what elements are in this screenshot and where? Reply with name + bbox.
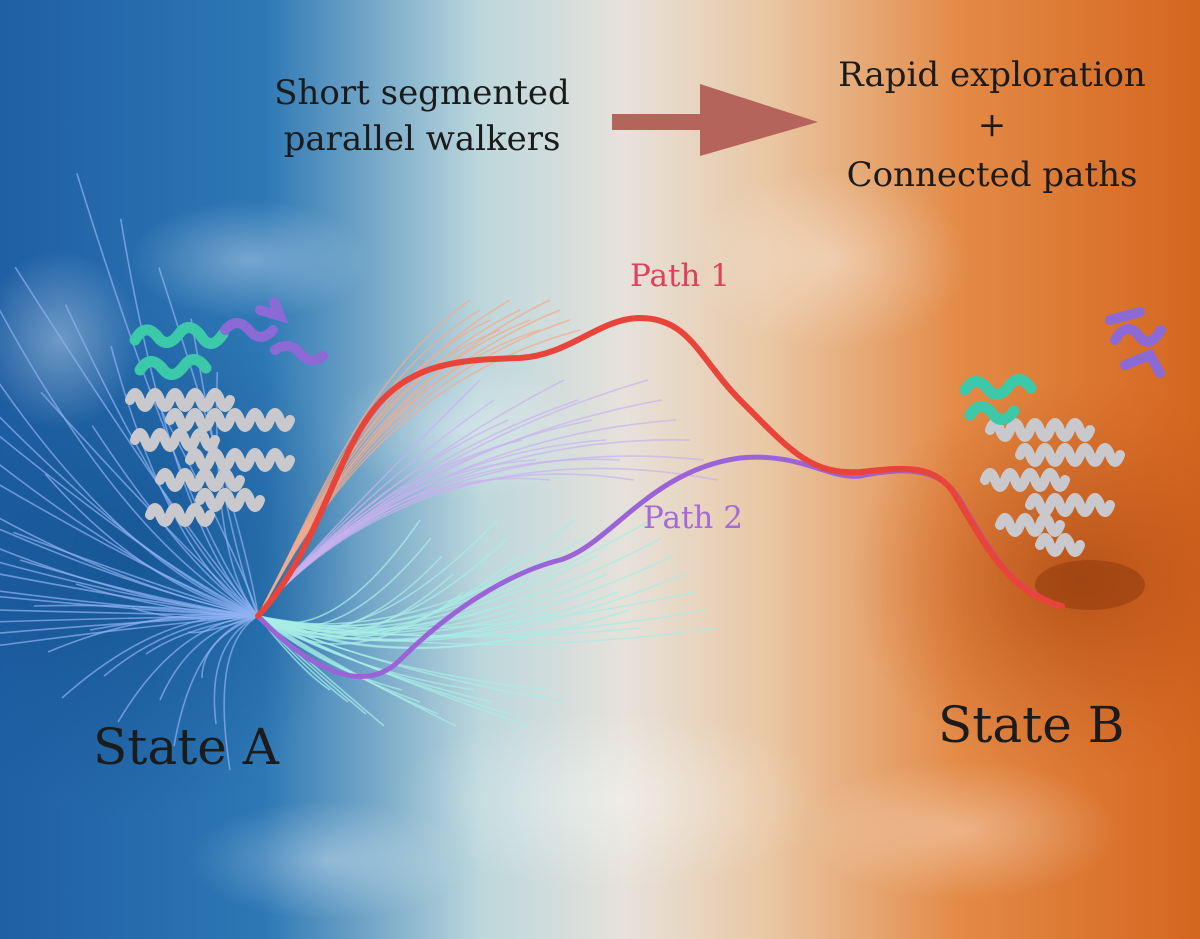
protein-helix: [1035, 533, 1085, 557]
outcome-description: Rapid exploration + Connected paths: [822, 50, 1162, 200]
state-a-label: State A: [93, 718, 279, 776]
state-b-label: State B: [938, 696, 1125, 754]
walker-trajectory: [257, 329, 581, 617]
protein-helix: [1025, 493, 1115, 517]
walker-trajectory: [131, 607, 259, 620]
protein-helix: [1015, 443, 1125, 467]
walker-trajectory: [0, 463, 259, 617]
walker-trajectory: [257, 555, 674, 636]
protein-helix: [195, 488, 265, 512]
walker-trajectory: [257, 609, 707, 637]
walker-trajectory: [40, 391, 259, 617]
walker-trajectory: [91, 425, 259, 617]
walker-trajectory: [257, 615, 457, 727]
walker-trajectory: [0, 615, 259, 647]
protein-helix: [980, 468, 1070, 492]
walker-trajectory: [14, 266, 259, 617]
protein-ribbon-icon: [959, 307, 1166, 557]
path-1-curve: [255, 314, 1065, 619]
walker-trajectory: [19, 559, 259, 617]
path-1-label: Path 1: [630, 258, 730, 294]
protein-domain-purple: [220, 297, 328, 366]
protein-helix: [995, 513, 1065, 537]
protein-helix: [155, 468, 245, 492]
protein-domain-teal: [129, 322, 229, 380]
protein-helix: [125, 388, 235, 412]
walker-trajectory: [0, 484, 259, 617]
walker-trajectory: [145, 615, 259, 655]
protein-helix: [130, 428, 220, 452]
protein-helix: [145, 503, 215, 527]
walker-trajectory: [159, 615, 259, 701]
walker-trajectory: [213, 615, 259, 725]
protein-domain-teal: [959, 374, 1037, 425]
protein-helix: [165, 408, 295, 432]
right-arrow-icon: [612, 84, 818, 156]
walkers-description-line: Short segmented: [274, 73, 570, 113]
walker-trajectory: [75, 583, 259, 617]
outcome-line: Connected paths: [846, 155, 1138, 195]
walker-trajectory: [13, 531, 259, 617]
walker-trajectory: [257, 591, 696, 630]
walker-trajectories-peach: [257, 299, 581, 617]
outcome-line: Rapid exploration: [838, 55, 1146, 95]
protein-ribbon-icon: [125, 297, 328, 527]
protein-domain-purple: [1105, 307, 1166, 378]
protein-helix: [985, 418, 1095, 442]
walker-trajectory: [0, 416, 259, 617]
walker-trajectory: [76, 173, 259, 617]
walker-trajectory: [0, 383, 259, 617]
walker-trajectory: [89, 615, 259, 631]
outcome-line: +: [977, 105, 1007, 145]
walkers-description-line: parallel walkers: [283, 119, 561, 159]
walker-trajectory: [0, 528, 259, 617]
walker-trajectory: [33, 604, 259, 617]
walker-trajectory: [187, 615, 259, 634]
walker-trajectory: [257, 615, 718, 646]
walker-trajectory: [257, 615, 529, 727]
walkers-description: Short segmented parallel walkers: [262, 70, 582, 162]
walker-trajectory: [257, 573, 685, 642]
protein-helix: [185, 448, 295, 472]
walker-trajectory: [0, 590, 259, 617]
walker-trajectory: [0, 435, 259, 617]
walker-trajectory: [201, 615, 259, 679]
walker-trajectory: [223, 615, 259, 771]
path-2-label: Path 2: [643, 500, 743, 536]
walker-trajectory: [0, 309, 259, 617]
walker-trajectory: [257, 609, 630, 649]
